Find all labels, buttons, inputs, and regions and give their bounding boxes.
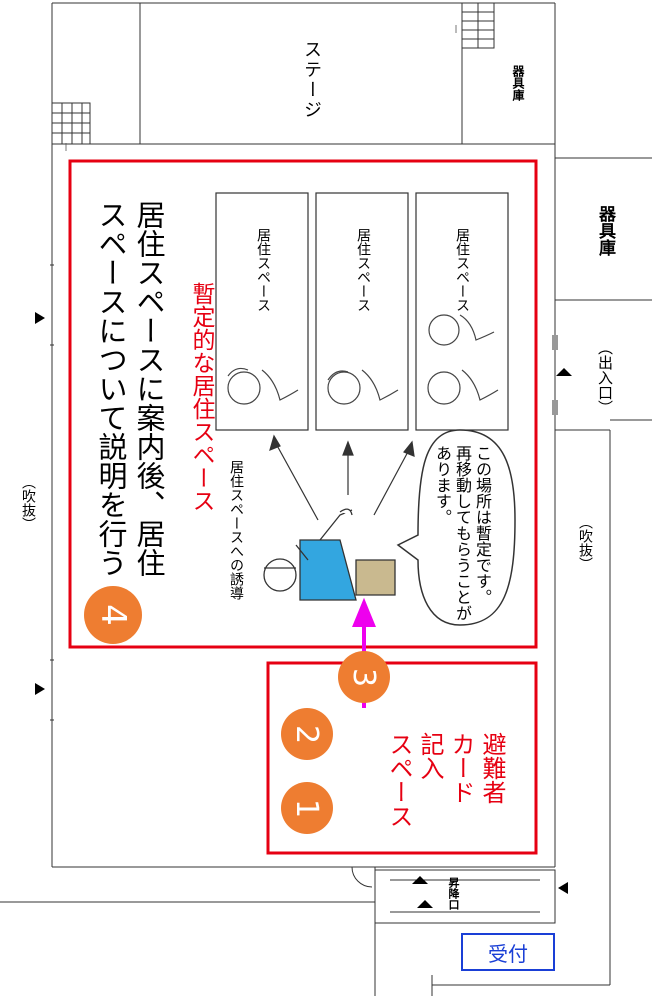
registration-line-4: スペース (385, 732, 413, 828)
living-space-label-1: 居住スペース (255, 228, 271, 312)
registration-line-1: 避難者 (478, 732, 506, 804)
equipment-room-top-label: 器具庫 (511, 65, 525, 101)
step-2-badge: 2 (281, 708, 333, 760)
step-1-number: 1 (289, 798, 325, 818)
step-4-badge: 4 (84, 586, 142, 644)
living-space-label-3: 居住スペース (454, 228, 470, 312)
fukinuke-left-label: （吹抜） (20, 475, 36, 531)
guidance-label: 居住スペースへの誘導 (228, 460, 244, 600)
speech-bubble-text: この場所は暫定です。 再移動してもらうことが あります。 (432, 445, 492, 621)
step-4-number: 4 (92, 604, 133, 626)
instruction-line-2: スペースについて説明を行う (94, 200, 128, 577)
living-space-label-2: 居住スペース (355, 228, 371, 312)
equipment-room-right-label: 器具庫 (595, 205, 615, 256)
step-1-badge: 1 (281, 782, 333, 834)
stage-label: ステージ (301, 40, 322, 120)
instruction-line-1: 居住スペースに案内後、居住 (132, 200, 166, 577)
registration-line-3: 記入 (416, 732, 444, 780)
reception-label: 受付 (488, 941, 528, 966)
speech-line-2: 再移動してもらうことが (453, 445, 472, 621)
fukinuke-right-label: （吹抜） (577, 515, 593, 571)
lift-exit-label: 昇降口 (447, 877, 460, 910)
step-3-badge: 3 (338, 651, 390, 703)
instruction-text: 居住スペースに案内後、居住 スペースについて説明を行う (92, 200, 168, 577)
reception-box: 受付 (461, 933, 555, 971)
entrance-label: （出入口） (596, 340, 614, 415)
registration-line-2: カード (447, 732, 475, 804)
temporary-living-space-label: 暫定的な居住スペース (188, 282, 214, 512)
speech-line-1: この場所は暫定です。 (473, 445, 492, 605)
speech-line-3: あります。 (433, 445, 452, 525)
step-2-number: 2 (289, 724, 325, 744)
registration-area-text: 避難者 カード 記入 スペース (383, 732, 507, 828)
step-3-number: 3 (346, 667, 382, 687)
